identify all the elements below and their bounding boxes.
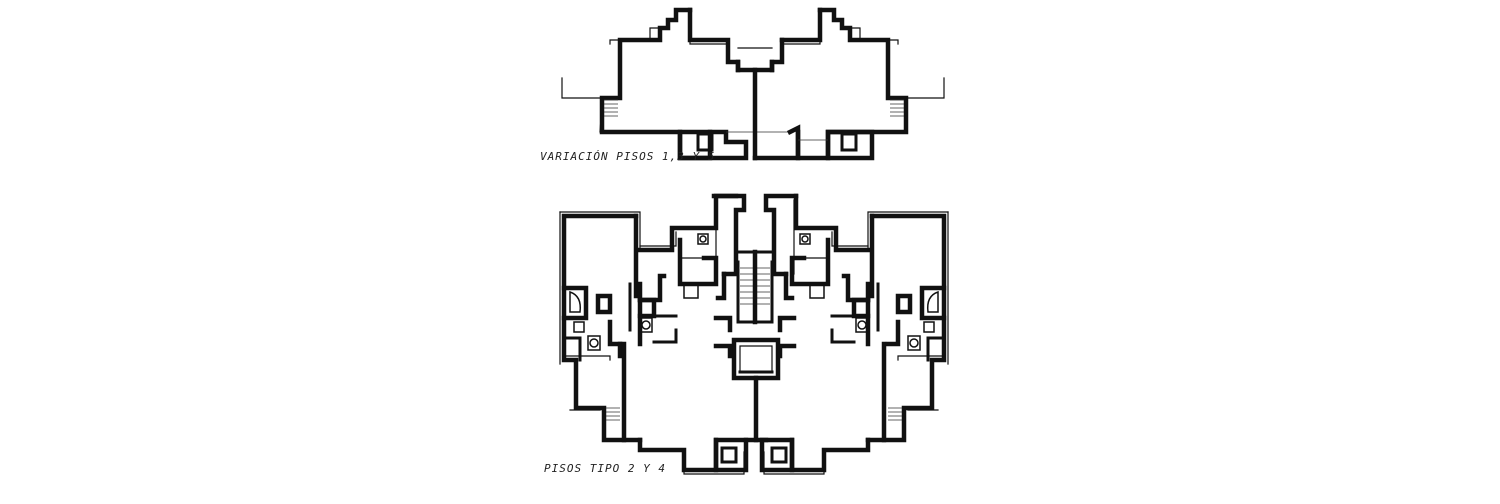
bottom-left-wing-exterior	[561, 213, 643, 443]
bottom-right-wing-exterior	[865, 213, 947, 443]
top-plan-caption: VARIACIÓN PISOS 1,3 Y 5	[540, 150, 716, 163]
elevator-shaft	[731, 337, 781, 381]
bottom-left-inner-apartment	[637, 193, 739, 253]
top-right-exterior-wall	[779, 7, 823, 43]
top-right-balcony	[825, 129, 875, 161]
bottom-left-balcony	[713, 437, 749, 473]
central-staircase	[734, 249, 776, 325]
top-left-wing-wall	[599, 7, 713, 161]
bottom-right-bathroom	[919, 285, 947, 321]
bottom-right-kitchen	[789, 237, 831, 287]
bottom-left-bathroom	[561, 285, 589, 321]
bottom-right-balcony	[759, 437, 795, 473]
top-right-wing-wall	[795, 7, 909, 161]
bottom-right-core-shaft	[763, 193, 799, 277]
bottom-floor-plan	[559, 193, 949, 475]
bottom-plan-caption: PISOS TIPO 2 Y 4	[544, 462, 666, 475]
bottom-right-inner-apartment	[793, 193, 871, 253]
top-floor-plan	[561, 7, 945, 161]
bottom-left-core-shaft	[711, 193, 747, 277]
bottom-left-kitchen	[677, 237, 719, 287]
